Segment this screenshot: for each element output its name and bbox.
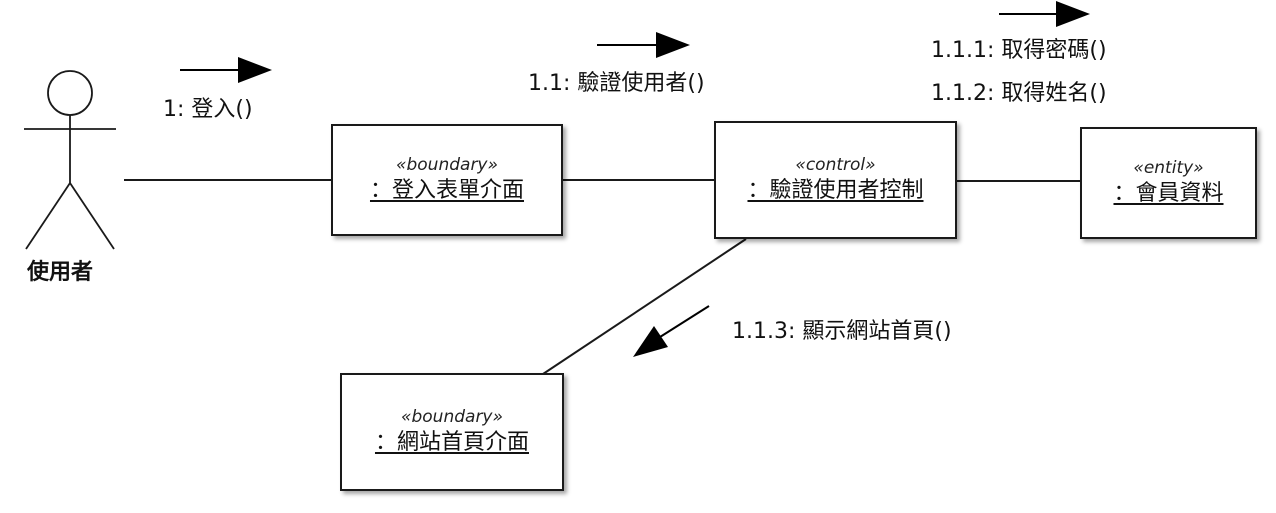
actor-label: 使用者 [27, 260, 94, 285]
message-label-1: 1: 登入() [163, 97, 253, 122]
message-arrow-1-1 [597, 32, 690, 58]
object-homepage[interactable]: «boundary» ：網站首頁介面 [340, 373, 564, 491]
stereotype-label: «boundary» [396, 155, 498, 175]
message-label-1-1: 1.1: 驗證使用者() [528, 71, 705, 96]
stereotype-label: «entity» [1133, 158, 1204, 178]
message-arrow-1-1-1 [999, 1, 1090, 27]
object-name: ：會員資料 [1113, 181, 1224, 206]
object-name: ：網站首頁介面 [374, 430, 529, 455]
stereotype-label: «boundary» [401, 407, 503, 427]
message-label-1-1-2: 1.1.2: 取得姓名() [931, 81, 1107, 106]
object-member-data[interactable]: «entity» ：會員資料 [1080, 127, 1257, 239]
actor-stick-figure-icon [24, 70, 116, 250]
object-verify-control[interactable]: «control» ：驗證使用者控制 [714, 121, 957, 239]
stereotype-label: «control» [795, 155, 876, 175]
message-label-1-1-1: 1.1.1: 取得密碼() [931, 38, 1107, 63]
link-verify-control-homepage [542, 238, 747, 375]
message-arrow-1 [180, 57, 272, 83]
message-arrow-1-1-3 [633, 305, 710, 357]
message-label-1-1-3: 1.1.3: 顯示網站首頁() [732, 319, 952, 344]
object-name: ：驗證使用者控制 [747, 178, 924, 203]
object-name: ：登入表單介面 [369, 178, 524, 203]
object-login-form[interactable]: «boundary» ：登入表單介面 [331, 124, 563, 236]
